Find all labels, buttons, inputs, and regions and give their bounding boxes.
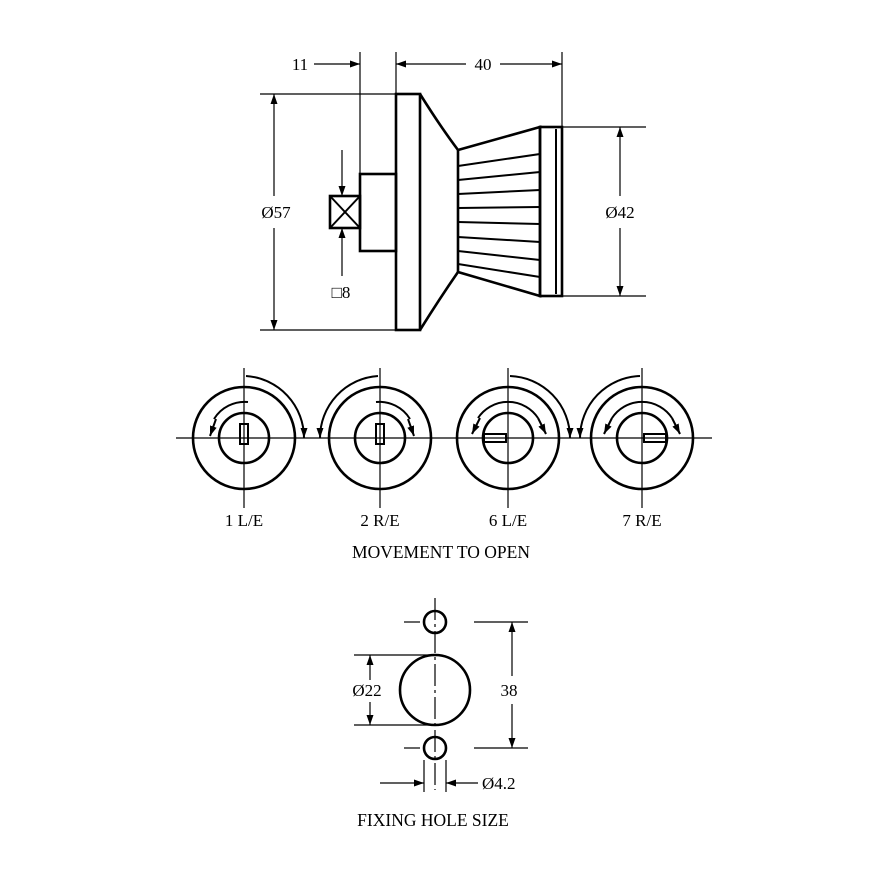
rotation-arc — [375, 400, 411, 420]
outer-ring — [327, 385, 433, 491]
movement-1-le — [191, 368, 308, 508]
fixing-caption: FIXING HOLE SIZE — [357, 810, 509, 830]
rotation-arrow — [407, 418, 415, 437]
dimension-shaft-length: 11 — [292, 55, 308, 74]
rotation-arrow — [471, 417, 481, 435]
cylinder-face — [353, 411, 407, 465]
neck-curve — [418, 93, 460, 151]
rotation-arrow — [537, 417, 547, 435]
dimension-fixing-hole: Ø4.2 — [482, 774, 516, 793]
movement-label-6: 6 L/E — [489, 511, 527, 530]
rotation-arrow-outer — [245, 375, 308, 439]
rotation-arc — [611, 400, 673, 419]
outer-ring — [455, 385, 561, 491]
fixing-hole-view: Ø22 38 Ø4.2 FIXING HOLE SIZE — [352, 598, 528, 830]
rotation-arrow-outer — [509, 375, 574, 439]
fixing-hole-top — [422, 609, 448, 635]
movement-label-2: 2 R/E — [360, 511, 399, 530]
movement-2-re — [316, 368, 433, 508]
main-hole — [398, 653, 472, 727]
dimension-hole-spacing: 38 — [501, 681, 518, 700]
grip-ribs — [457, 153, 541, 278]
outer-ring — [589, 385, 695, 491]
keyway-slot — [375, 423, 385, 445]
neck-curve — [418, 271, 460, 331]
rotation-arrow — [209, 418, 217, 437]
rotation-arrow — [603, 417, 613, 435]
side-view: 11 40 Ø57 Ø42 □8 — [260, 52, 646, 332]
shaft-boss — [358, 172, 398, 253]
dimension-grip-diameter: Ø42 — [605, 203, 634, 222]
square-drive-cross — [329, 195, 361, 229]
dimension-square-drive: □8 — [332, 283, 351, 302]
movement-label-1: 1 L/E — [225, 511, 263, 530]
rotation-arrow — [671, 417, 681, 435]
movement-7-re — [576, 368, 695, 508]
keyway-slot — [239, 423, 249, 445]
dimension-hole-diameter: Ø22 — [352, 681, 381, 700]
keyway-slot — [643, 433, 667, 443]
fixing-hole-bottom — [422, 735, 448, 761]
knob-face — [538, 125, 564, 298]
rotation-arrow-outer — [576, 375, 641, 439]
rotation-arc — [213, 400, 249, 420]
dimension-flange-diameter: Ø57 — [261, 203, 291, 222]
cylinder-face — [217, 411, 271, 465]
rotation-arc — [477, 400, 539, 419]
dimension-knob-depth: 40 — [475, 55, 492, 74]
movement-views: 1 L/E 2 R/E 6 L/E — [176, 368, 712, 562]
keyway-slot — [483, 433, 507, 443]
movement-6-le — [455, 368, 574, 508]
movement-label-7: 7 R/E — [622, 511, 661, 530]
flange — [394, 92, 422, 332]
rotation-arrow-outer — [316, 375, 379, 439]
movement-caption: MOVEMENT TO OPEN — [352, 542, 530, 562]
outer-ring — [191, 385, 297, 491]
